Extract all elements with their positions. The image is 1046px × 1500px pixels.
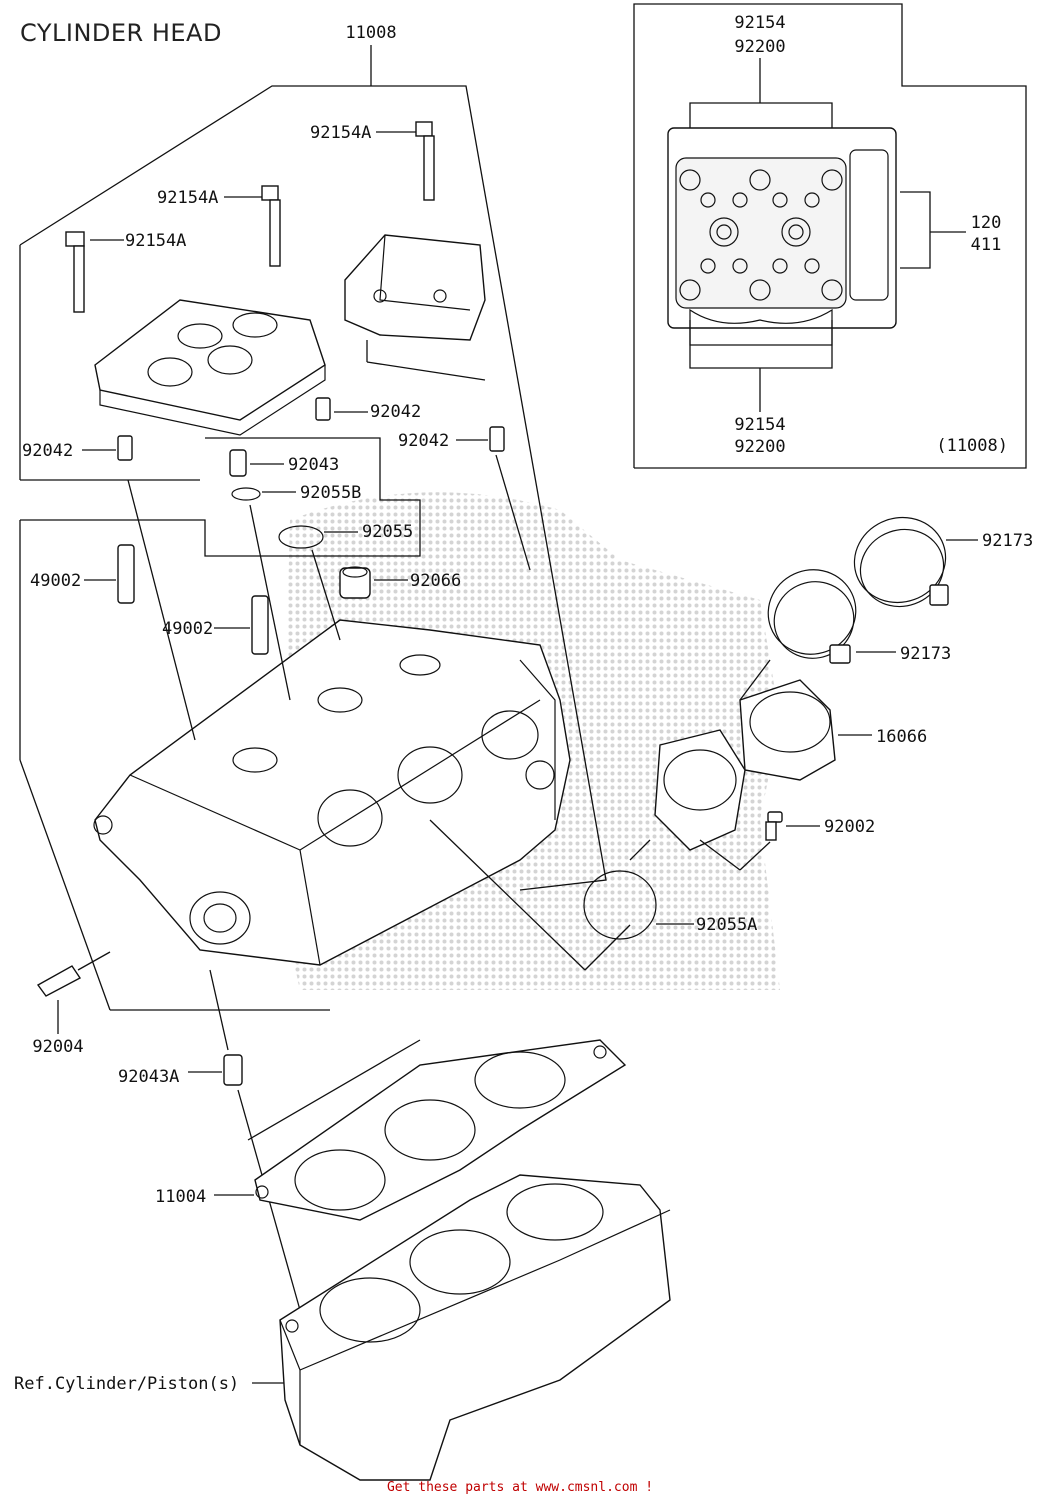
bolt-92002: 92002 <box>699 811 875 871</box>
label-92154A-2: 92154A <box>157 188 218 208</box>
head-gasket-11004: 11004 <box>155 1039 627 1221</box>
label-92004: 92004 <box>32 1037 83 1057</box>
oring-92055B: 92055B <box>231 483 361 503</box>
label-49002-2: 49002 <box>162 619 213 639</box>
label-92055: 92055 <box>362 522 413 542</box>
label-11008: 11008 <box>345 23 396 43</box>
label-92055A: 92055A <box>696 915 757 935</box>
inset-label-top-92154: 92154 <box>734 13 785 33</box>
cap-92066: 92066 <box>339 566 461 599</box>
label-92055B: 92055B <box>300 483 361 503</box>
seal-92043: 92043 <box>229 449 339 477</box>
camshaft-cap-right <box>344 234 486 341</box>
label-49002-1: 49002 <box>30 571 81 591</box>
label-92043: 92043 <box>288 455 339 475</box>
assembly-bracket-11008: 11008 <box>19 23 607 891</box>
inset-label-411: 411 <box>971 235 1002 255</box>
dowel-92043A: 92043A <box>118 969 301 1311</box>
label-ref-cylinder-piston: Ref.Cylinder/Piston(s) <box>14 1374 239 1394</box>
cylinder-block: Ref.Cylinder/Piston(s) <box>14 1174 671 1481</box>
valve-guides-49002: 49002 49002 <box>30 544 269 655</box>
label-92042-1: 92042 <box>370 402 421 422</box>
clamp-92173-upper: 92173 <box>853 516 1033 608</box>
clamp-92173-lower: 92173 <box>767 569 951 664</box>
label-92173-2: 92173 <box>900 644 951 664</box>
inset-label-bottom-92154: 92154 <box>734 415 785 435</box>
label-92042-2: 92042 <box>22 441 73 461</box>
camshaft-cap-left <box>94 299 326 436</box>
footer-link[interactable]: Get these parts at www.cmsnl.com ! <box>387 1480 653 1495</box>
label-92066: 92066 <box>410 571 461 591</box>
stud-92004: 92004 <box>32 951 111 1057</box>
assembly-lines <box>19 454 651 1011</box>
label-16066: 16066 <box>876 727 927 747</box>
label-92154A-1: 92154A <box>310 123 371 143</box>
inset-ref-11008: (11008) <box>936 436 1008 456</box>
page-title: CYLINDER HEAD <box>20 19 222 47</box>
oring-92055: 92055 <box>278 522 413 549</box>
label-11004: 11004 <box>155 1187 206 1207</box>
oring-92055A: 92055A <box>583 870 757 940</box>
inset-label-top-92200: 92200 <box>734 37 785 57</box>
label-92043A: 92043A <box>118 1067 179 1087</box>
label-92042-3: 92042 <box>398 431 449 451</box>
intake-holder-16066: 16066 <box>654 659 927 851</box>
label-92154A-3: 92154A <box>125 231 186 251</box>
cylinder-head-main <box>93 619 571 966</box>
dowels-92042: 92042 92042 92042 <box>22 397 505 461</box>
label-92002: 92002 <box>824 817 875 837</box>
inset-label-120: 120 <box>971 213 1002 233</box>
inset-cylinder-head-top-view: 92154 92200 92154 92200 120 411 (11008) <box>633 3 1027 469</box>
inset-label-bottom-92200: 92200 <box>734 437 785 457</box>
label-92173-1: 92173 <box>982 531 1033 551</box>
bolts-92154A: 92154A 92154A 92154A <box>65 121 435 313</box>
